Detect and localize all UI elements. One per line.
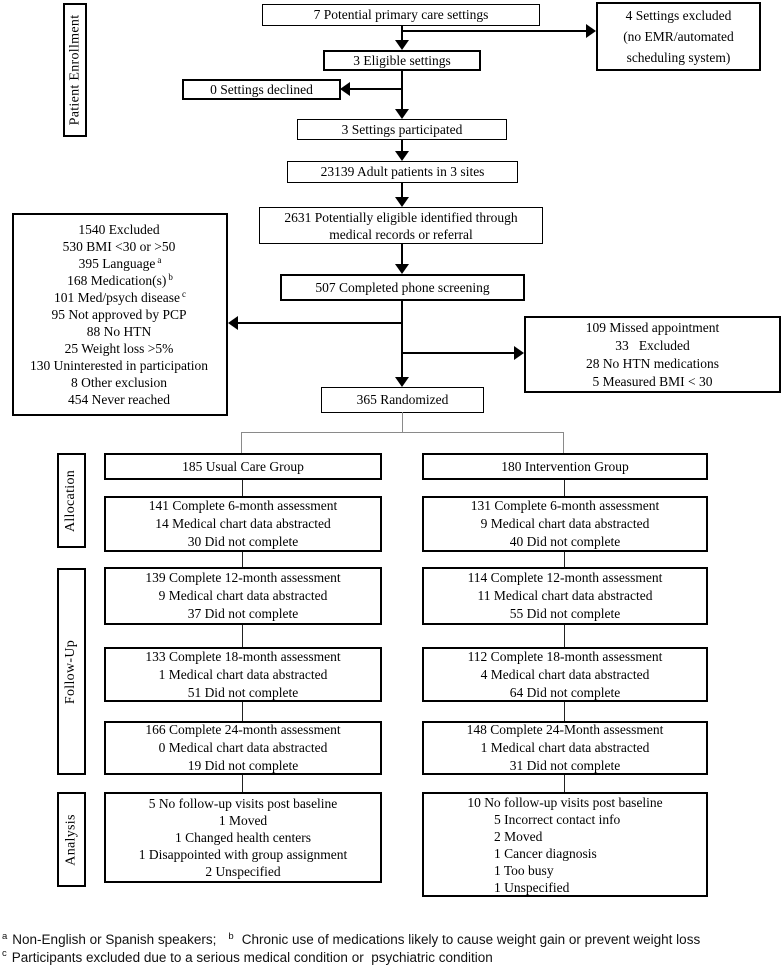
section-label-followup-text: Follow-Up xyxy=(63,639,79,704)
footnote-text-c: Participants excluded due to a serious m… xyxy=(11,949,493,965)
excluded-reason-line: 88 No HTN xyxy=(86,324,152,339)
connector-split-to-usual-care xyxy=(241,432,242,453)
connector-potential-to-eligible xyxy=(401,26,403,41)
excluded-reason-line: 530 BMI <30 or >50 xyxy=(62,239,176,254)
arrowhead-to-potentially-eligible xyxy=(395,197,409,207)
arrowhead-to-settings-excluded xyxy=(586,24,596,38)
connector-phone-to-randomized xyxy=(401,301,403,377)
connector-usual-group-to-6month xyxy=(242,480,243,496)
excluded-reason-line: 454 Never reached xyxy=(68,392,170,407)
excluded-reason-line: 8 Other exclusion xyxy=(71,375,167,390)
section-label-patient-enrollment-text: Patient Enrollment xyxy=(67,14,82,126)
connector-int-18month-to-24month xyxy=(564,702,565,721)
connector-int-12month-to-18month xyxy=(564,625,565,647)
box-intervention-analysis: 10 No follow-up visits post baseline 5 I… xyxy=(422,792,708,897)
connector-randomized-split xyxy=(241,432,564,433)
box-randomized: 365 Randomized xyxy=(321,387,484,413)
connector-int-6month-to-12month xyxy=(564,552,565,567)
section-label-analysis: Analysis xyxy=(57,792,86,887)
excluded-reason-line: 168 Medication(s)b xyxy=(67,271,173,288)
footnote-sup-b: b xyxy=(228,930,234,942)
footnote-sup-a: a xyxy=(2,930,8,942)
box-settings-participated: 3 Settings participated xyxy=(297,119,507,140)
arrowhead-to-settings-declined xyxy=(340,82,350,96)
footnotes: a Non-English or Spanish speakers; b Chroni… xyxy=(2,931,780,966)
connector-adult-to-potentially-eligible xyxy=(401,183,403,197)
connector-to-excluded-reasons xyxy=(238,322,402,324)
connector-int-24month-to-analysis xyxy=(564,775,565,792)
connector-usual-18month-to-24month xyxy=(242,702,243,721)
footnote-line-1: a Non-English or Spanish speakers; b Chroni… xyxy=(2,931,780,949)
arrowhead-to-phone-screening xyxy=(395,264,409,274)
connector-eligible-to-participated xyxy=(401,70,403,109)
box-settings-declined: 0 Settings declined xyxy=(182,79,341,100)
connector-to-settings-declined xyxy=(350,88,402,90)
section-label-patient-enrollment: Patient Enrollment xyxy=(63,3,87,137)
connector-to-phone-screening xyxy=(401,244,403,264)
intervention-analysis-first-line: 10 No follow-up visits post baseline xyxy=(467,794,663,810)
connector-to-missed-appointment xyxy=(402,352,514,354)
box-potential-settings: 7 Potential primary care settings xyxy=(262,4,540,26)
box-intervention-group: 180 Intervention Group xyxy=(422,453,708,480)
box-potentially-eligible: 2631 Potentially eligible identified thr… xyxy=(259,207,543,244)
section-label-allocation: Allocation xyxy=(57,453,86,548)
connector-int-group-to-6month xyxy=(564,480,565,496)
box-excluded-reasons: 1540 Excluded 530 BMI <30 or >50 395 Lan… xyxy=(12,213,228,416)
box-phone-screening: 507 Completed phone screening xyxy=(280,274,525,301)
footnote-text-b: Chronic use of medications likely to cau… xyxy=(241,932,701,947)
connector-usual-24month-to-analysis xyxy=(242,775,243,792)
arrowhead-to-excluded-reasons xyxy=(228,316,238,330)
connector-randomized-stem xyxy=(402,412,403,433)
arrowhead-to-eligible xyxy=(395,40,409,50)
section-label-analysis-text: Analysis xyxy=(63,813,79,866)
connector-participated-to-adult xyxy=(401,139,403,151)
arrowhead-to-randomized xyxy=(395,377,409,387)
connector-split-to-intervention xyxy=(563,432,564,453)
box-eligible-settings: 3 Eligible settings xyxy=(323,50,481,71)
section-label-allocation-text: Allocation xyxy=(63,469,79,532)
excluded-reason-line: 25 Weight loss >5% xyxy=(64,341,174,356)
footnote-line-2: c Participants excluded due to a serious … xyxy=(2,949,780,967)
arrowhead-to-adult xyxy=(395,151,409,161)
arrowhead-to-missed-appointment xyxy=(514,346,524,360)
excluded-reason-line: 130 Uninterested in participation xyxy=(29,358,209,373)
connector-usual-12month-to-18month xyxy=(242,625,243,647)
section-label-followup: Follow-Up xyxy=(57,568,86,775)
footnote-text-a: Non-English or Spanish speakers; xyxy=(12,932,217,947)
arrowhead-to-participated xyxy=(395,109,409,119)
connector-to-settings-excluded xyxy=(402,30,586,32)
footnote-sup-c: c xyxy=(2,948,7,959)
connector-usual-6month-to-12month xyxy=(242,552,243,567)
excluded-reason-line: 95 Not approved by PCP xyxy=(51,307,187,322)
box-adult-patients: 23139 Adult patients in 3 sites xyxy=(287,161,518,183)
box-usual-care-group: 185 Usual Care Group xyxy=(104,453,382,480)
excluded-reason-line: 1540 Excluded xyxy=(78,222,160,237)
